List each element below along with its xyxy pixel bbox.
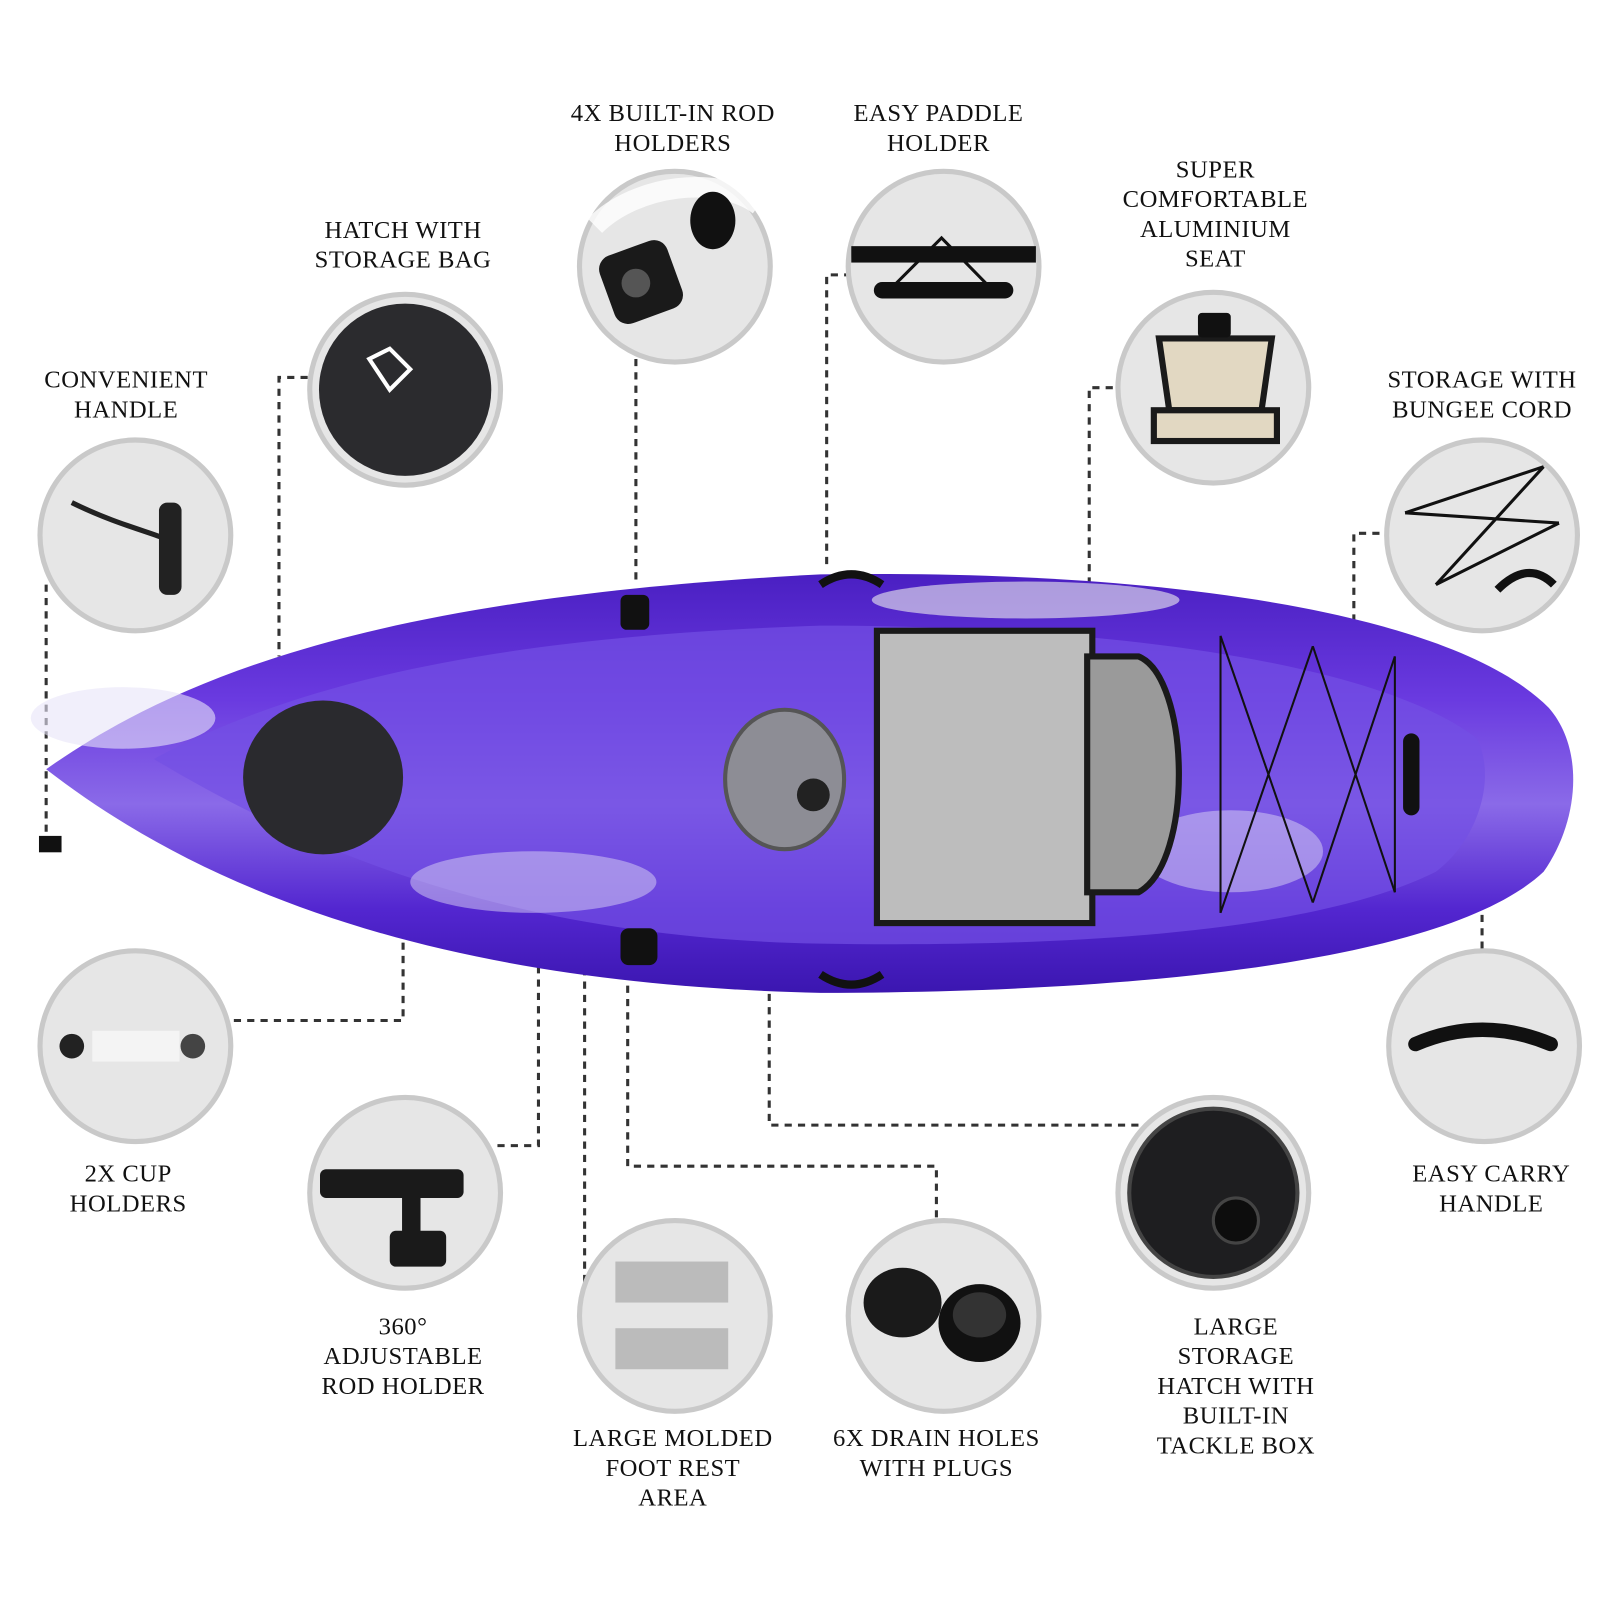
feature-tackle-hatch xyxy=(1115,1094,1312,1291)
seat-mesh xyxy=(873,627,1096,927)
feature-bungee xyxy=(1384,437,1580,634)
cup-holder-icon xyxy=(59,1033,85,1059)
drain-plug-icon xyxy=(863,1267,942,1338)
seat-back xyxy=(1084,653,1182,896)
feature-drain-holes xyxy=(845,1217,1042,1414)
kayak-top-view xyxy=(30,570,1574,993)
paddle-holder-icon xyxy=(851,246,1036,263)
bungee-lines xyxy=(1219,635,1396,914)
feature-hatch-bag xyxy=(307,291,504,488)
aluminium-seat-icon xyxy=(1155,335,1276,414)
feature-cup-holders xyxy=(37,948,234,1145)
foot-rest-icon xyxy=(615,1261,729,1303)
carry-handle-icon xyxy=(1408,1022,1558,1052)
feature-paddle-holder xyxy=(845,168,1042,365)
feature-adjustable-rod-holder xyxy=(307,1094,504,1291)
feature-seat xyxy=(1115,289,1312,486)
feature-foot-rest xyxy=(576,1217,773,1414)
center-hatch xyxy=(723,707,847,852)
round-hatch-icon xyxy=(1127,1106,1300,1279)
rear-handle xyxy=(1403,733,1420,816)
feature-handle xyxy=(37,437,234,634)
adjustable-rod-holder-icon xyxy=(320,1169,464,1198)
feature-rod-holders xyxy=(576,168,773,365)
hatch-cover-icon xyxy=(318,303,492,476)
bungee-cord-icon xyxy=(1404,465,1560,586)
front-hatch xyxy=(243,700,404,855)
feature-carry-handle xyxy=(1386,948,1583,1145)
